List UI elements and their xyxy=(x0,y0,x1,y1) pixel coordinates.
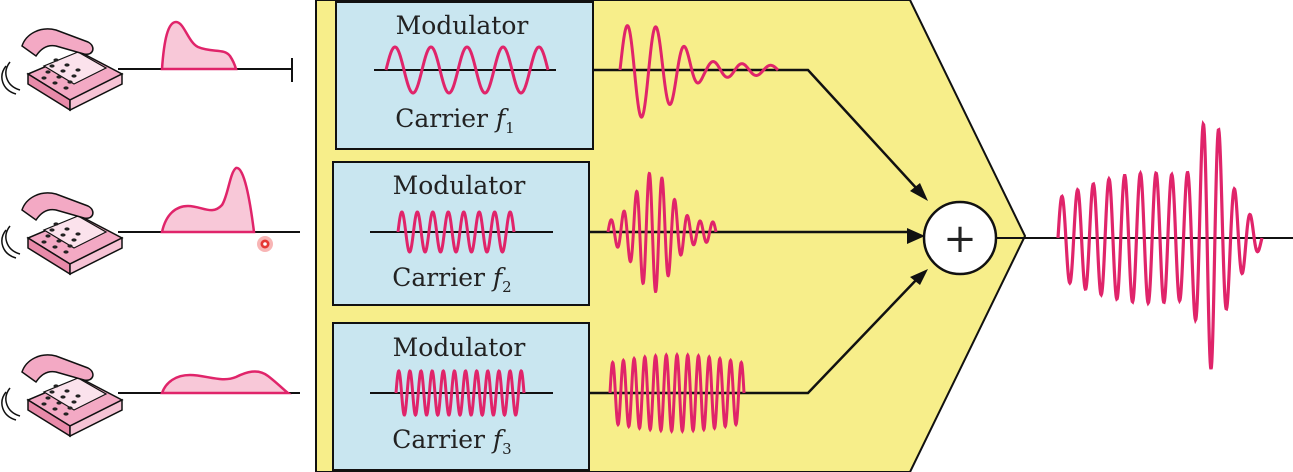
telephone-icon xyxy=(1,192,124,276)
telephone-icon xyxy=(1,354,124,438)
modulated-waveform-2 xyxy=(606,171,718,294)
telephone-icon xyxy=(1,28,124,112)
carrier-wave xyxy=(394,369,526,418)
plus-symbol: + xyxy=(943,216,977,262)
modulator-title: Modulator xyxy=(393,333,526,362)
arrowhead-2 xyxy=(907,228,925,244)
arrowhead-1 xyxy=(910,183,928,201)
modulator-box-2: Modulator Carrier f2 xyxy=(332,161,590,306)
carrier-label: Carrier f3 xyxy=(392,425,511,458)
combined-waveform xyxy=(1056,120,1264,370)
modulated-waveform-1 xyxy=(618,24,780,119)
message-waveform-2 xyxy=(160,166,256,234)
modulated-path-3 xyxy=(589,277,919,395)
carrier-wave xyxy=(396,210,516,254)
message-waveform-1 xyxy=(160,20,238,71)
modulated-waveform-3 xyxy=(608,351,746,434)
modulated-path-1 xyxy=(593,68,919,191)
message-waveform-3 xyxy=(160,370,292,395)
modulator-title: Modulator xyxy=(396,11,529,40)
carrier-label: Carrier f2 xyxy=(392,263,511,296)
modulator-title: Modulator xyxy=(393,171,526,200)
modulator-box-3: Modulator Carrier f3 xyxy=(332,322,590,471)
modulator-box-1: Modulator Carrier f1 xyxy=(335,1,594,150)
carrier-label: Carrier f1 xyxy=(395,104,514,137)
arrowhead-3 xyxy=(910,269,928,285)
summing-junction: + xyxy=(922,200,998,276)
pointer-marker xyxy=(257,236,273,252)
carrier-wave xyxy=(384,45,550,95)
